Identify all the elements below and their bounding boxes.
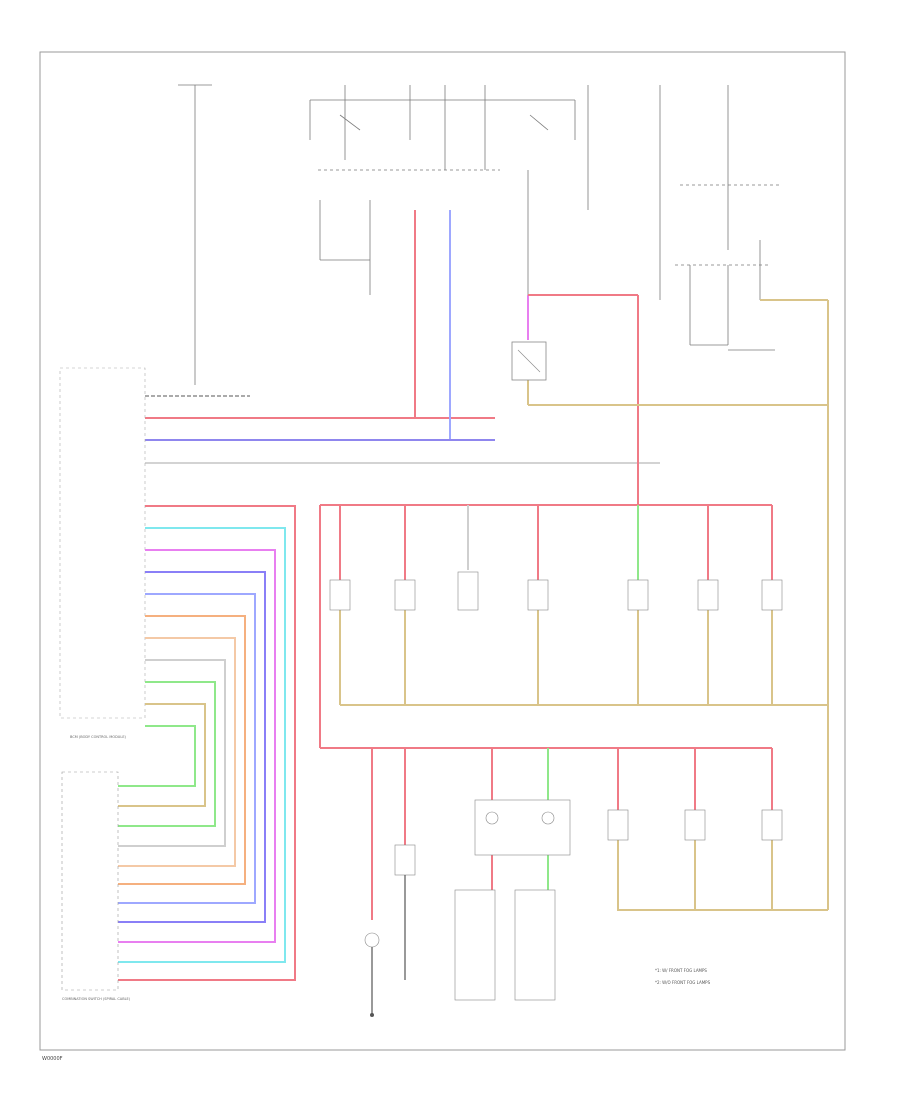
bottom-lamp bbox=[364, 932, 380, 948]
legend-item-2: *2: W/O FRONT FOG LAMPS bbox=[655, 980, 711, 985]
bottom-components bbox=[364, 799, 783, 1001]
wire-out-cyan bbox=[118, 527, 286, 963]
ecu-connector: BCM (BODY CONTROL MODULE) bbox=[59, 367, 146, 739]
wire-out-tan bbox=[118, 703, 206, 807]
switch-1 bbox=[329, 579, 351, 611]
wire-out-peach bbox=[118, 637, 236, 867]
wire-out-orange bbox=[118, 615, 246, 885]
combination-switch-box bbox=[61, 771, 119, 991]
middle-bus bbox=[319, 504, 828, 749]
wire-out-grey bbox=[118, 659, 226, 847]
top-power-section bbox=[178, 84, 780, 385]
bottom-switch-r2 bbox=[684, 809, 706, 841]
middle-switches bbox=[329, 571, 783, 611]
ecu-output-wires bbox=[118, 505, 296, 981]
switch-2 bbox=[394, 579, 416, 611]
bottom-switch-left bbox=[394, 844, 416, 876]
wire-out-red bbox=[118, 505, 296, 981]
switch-7 bbox=[761, 579, 783, 611]
legend-item-1: *1: W/ FRONT FOG LAMPS bbox=[655, 968, 707, 973]
relay-coil bbox=[517, 349, 541, 373]
combination-meter-box bbox=[474, 799, 571, 856]
bottom-switch-r3 bbox=[761, 809, 783, 841]
bottom-sensor-2 bbox=[514, 889, 556, 1001]
switch-4 bbox=[527, 579, 549, 611]
meter-gauge-2 bbox=[541, 811, 555, 825]
bottom-tan-right bbox=[617, 840, 828, 911]
wire-out-violet bbox=[118, 571, 266, 923]
switch-5 bbox=[627, 579, 649, 611]
wire-out-green-2 bbox=[118, 725, 196, 787]
bottom-section bbox=[371, 748, 828, 920]
ecu-label: BCM (BODY CONTROL MODULE) bbox=[70, 735, 127, 739]
switch-6 bbox=[697, 579, 719, 611]
meter-gauge-1 bbox=[485, 811, 499, 825]
switch-3 bbox=[457, 571, 479, 611]
wire-out-lightblue bbox=[118, 593, 256, 904]
combination-switch-label: COMBINATION SWITCH (SPIRAL CABLE) bbox=[62, 997, 131, 1001]
wire-out-magenta bbox=[118, 549, 276, 943]
bottom-sensor-1 bbox=[454, 889, 496, 1001]
bottom-switch-r1 bbox=[607, 809, 629, 841]
page-id: W0000F bbox=[42, 1056, 63, 1062]
diagram-frame bbox=[39, 51, 846, 1051]
ecu-body bbox=[59, 367, 146, 719]
ground-point bbox=[370, 1013, 374, 1017]
wire-out-green bbox=[118, 681, 216, 827]
